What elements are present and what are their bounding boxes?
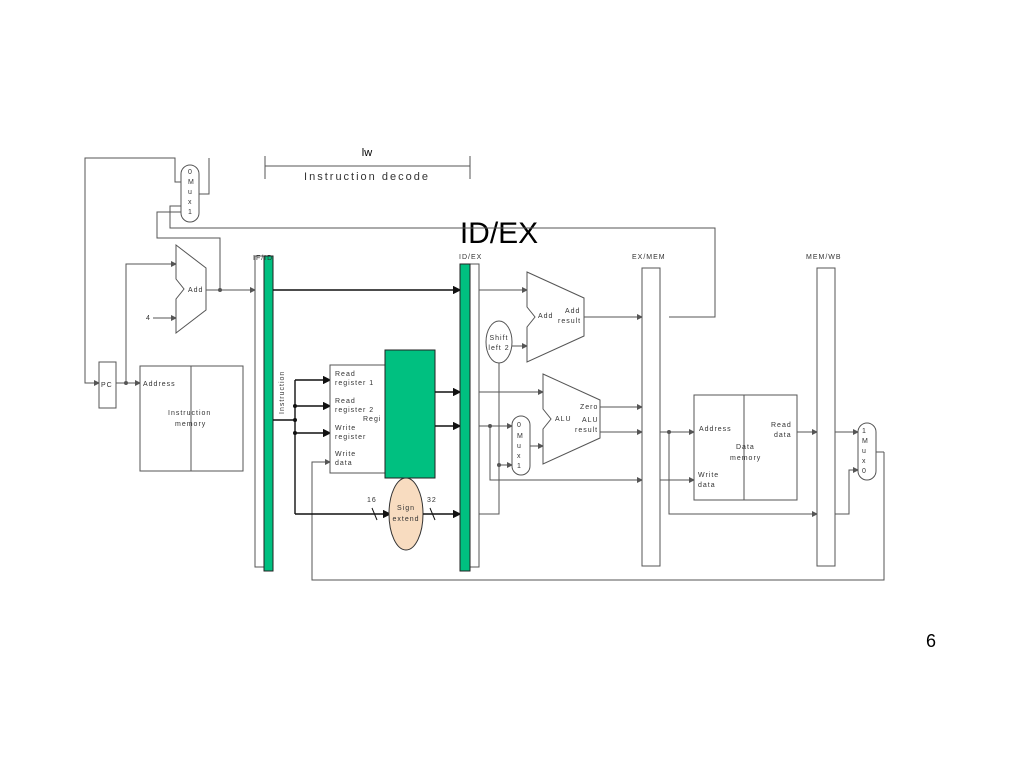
ex-mem-register	[641, 267, 661, 567]
stage-label: Instruction decode	[304, 171, 430, 183]
instruction-bus-label: Instruction	[279, 371, 286, 414]
svg-text:Read: Read	[335, 371, 356, 378]
svg-text:Write: Write	[698, 472, 719, 479]
register-read-wires	[435, 387, 462, 431]
register-file-labels: Read register 1 Read register 2 Write re…	[335, 371, 381, 467]
alu-zero-label: Zero	[580, 404, 598, 411]
svg-text:memory: memory	[730, 455, 761, 462]
diagram-title: ID/EX	[460, 217, 538, 250]
branch-adder-label: Add	[538, 313, 553, 320]
instruction-memory-labels: Address Instruction memory	[143, 381, 211, 428]
program-counter	[98, 361, 117, 409]
pc-adder	[175, 243, 207, 335]
svg-text:data: data	[774, 432, 792, 439]
svg-text:Address: Address	[143, 381, 176, 388]
if-id-label: IF/ID	[253, 255, 273, 262]
shift-left-line2: left 2	[488, 345, 509, 352]
writeback-mux-labels: 1 M u x 0	[862, 428, 869, 475]
svg-text:data: data	[335, 460, 353, 467]
svg-text:data: data	[698, 482, 716, 489]
sign-extend-line1: Sign	[397, 505, 415, 512]
sign-extend-output-width: 32	[427, 497, 437, 504]
svg-text:Instruction: Instruction	[168, 410, 211, 417]
svg-text:M: M	[517, 433, 524, 440]
feedback-wires	[84, 157, 885, 581]
mem-wb-register	[816, 267, 836, 567]
sign-extend-input-width: 16	[367, 497, 377, 504]
svg-text:Address: Address	[699, 426, 732, 433]
wb-wires	[835, 429, 884, 515]
register-file	[329, 364, 386, 474]
svg-text:x: x	[862, 458, 867, 465]
sign-extend-line2: extend	[392, 516, 419, 523]
branch-adder-result-line2: result	[558, 318, 581, 325]
register-file-highlight	[384, 349, 436, 479]
svg-text:memory: memory	[175, 421, 206, 428]
pc-label: PC	[101, 382, 113, 389]
svg-text:Read: Read	[771, 422, 792, 429]
data-memory-labels: Address Read data Data memory Write data	[698, 422, 792, 489]
alu-result-line2: result	[575, 427, 598, 434]
svg-text:0: 0	[188, 169, 193, 176]
page-number: 6	[926, 631, 936, 651]
shift-left-line1: Shift	[489, 335, 508, 342]
svg-text:M: M	[188, 179, 195, 186]
svg-text:M: M	[862, 438, 869, 445]
instruction-name: lw	[362, 147, 372, 159]
svg-text:register 2: register 2	[335, 407, 374, 414]
mem-wb-label: MEM/WB	[806, 254, 842, 261]
writeback-mux	[857, 422, 877, 481]
svg-text:1: 1	[188, 209, 193, 216]
pc-mux	[180, 164, 200, 223]
alu-mux	[511, 415, 531, 476]
ex-mem-label: EX/MEM	[632, 254, 666, 261]
svg-text:0: 0	[862, 468, 867, 475]
alu-label: ALU	[555, 416, 572, 423]
pc-wires	[116, 261, 177, 386]
svg-text:0: 0	[517, 422, 522, 429]
sign-extend	[388, 477, 424, 551]
pc-adder-label: Add	[188, 287, 203, 294]
id-ex-label: ID/EX	[459, 254, 482, 261]
svg-text:x: x	[517, 453, 522, 460]
alu	[542, 373, 601, 465]
ex-stage-wires	[479, 287, 643, 515]
id-ex-register-highlight	[459, 263, 471, 572]
svg-text:register: register	[335, 434, 366, 441]
if-id-register-highlight	[263, 255, 274, 572]
svg-text:register 1: register 1	[335, 380, 374, 387]
mem-stage-wires	[660, 429, 818, 517]
constant-four: 4	[146, 315, 151, 322]
svg-text:Read: Read	[335, 398, 356, 405]
svg-text:Data: Data	[736, 444, 755, 451]
svg-text:u: u	[862, 448, 867, 455]
branch-adder	[526, 271, 585, 363]
svg-text:Write: Write	[335, 451, 356, 458]
data-memory	[693, 394, 798, 501]
svg-text:x: x	[188, 199, 193, 206]
svg-text:u: u	[188, 189, 193, 196]
shift-left-2	[485, 320, 513, 364]
pc-mux-labels: 0 M u x 1	[188, 169, 195, 216]
branch-adder-result-line1: Add	[565, 308, 580, 315]
svg-text:1: 1	[517, 463, 522, 470]
alu-result-line1: ALU	[582, 417, 599, 424]
svg-text:Write: Write	[335, 425, 356, 432]
stage-bracket	[264, 156, 471, 179]
svg-text:u: u	[517, 443, 522, 450]
svg-text:1: 1	[862, 428, 867, 435]
alu-mux-labels: 0 M u x 1	[517, 422, 524, 470]
svg-text:Regi: Regi	[363, 416, 381, 423]
